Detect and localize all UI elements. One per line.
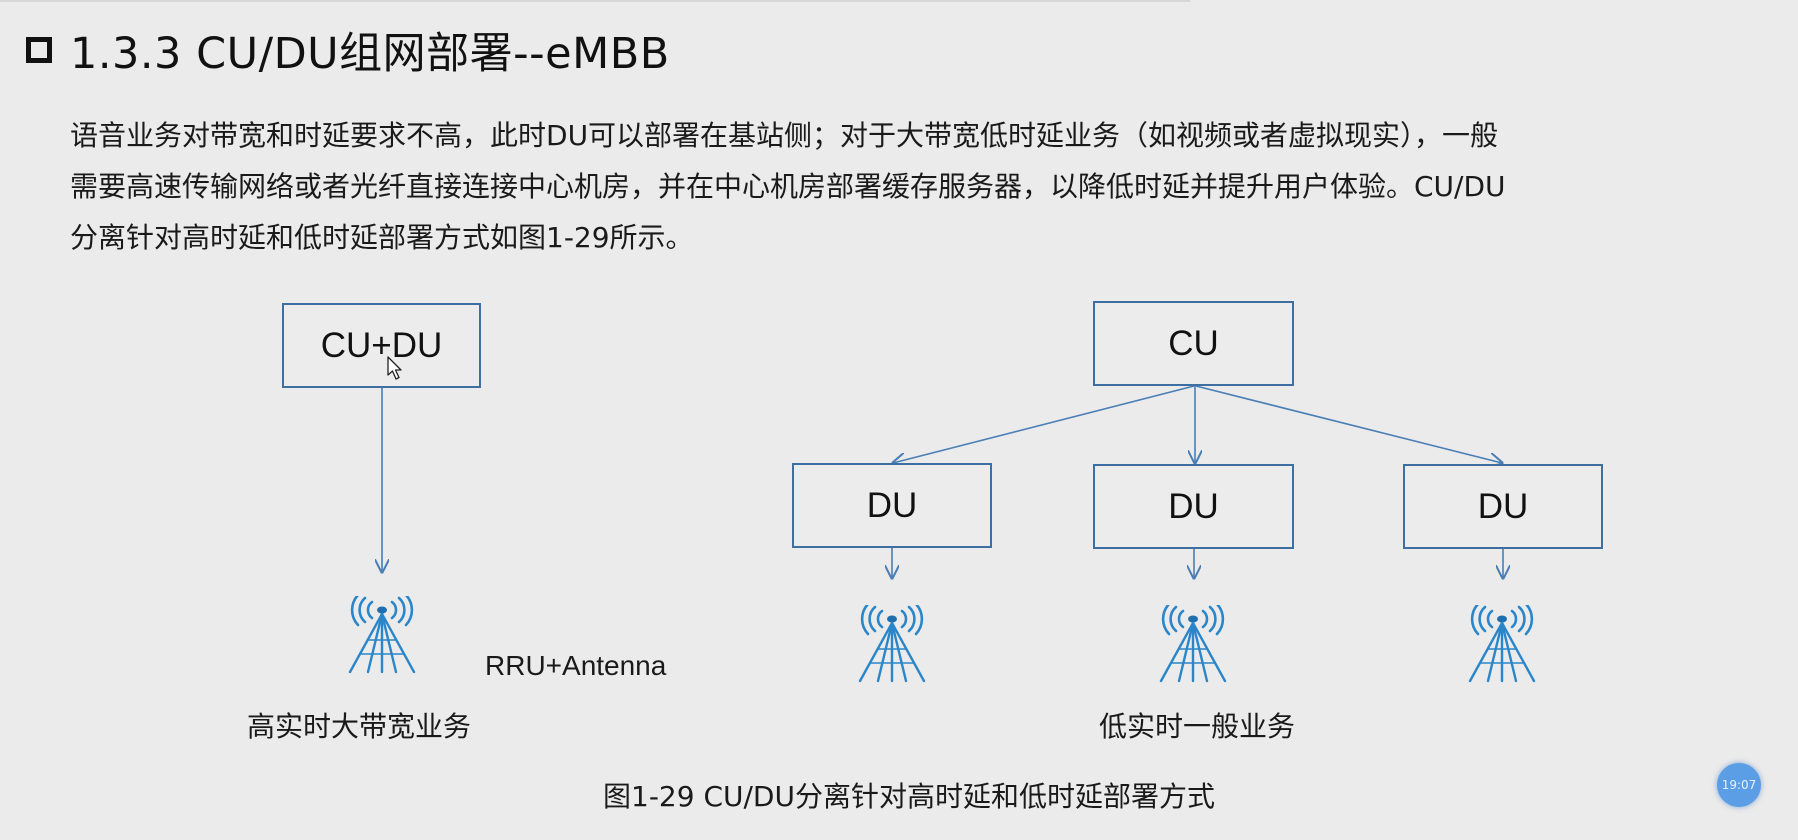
figure-caption: 图1-29 CU/DU分离针对高时延和低时延部署方式 <box>603 780 1215 813</box>
antenna-tower-icon <box>1468 605 1536 683</box>
du-node: DU <box>1093 464 1294 549</box>
antenna-tower-icon <box>858 605 926 683</box>
paragraph-line: 需要高速传输网络或者光纤直接连接中心机房，并在中心机房部署缓存服务器，以降低时延… <box>70 170 1506 203</box>
connector-cu-du1 <box>893 385 1195 463</box>
top-divider <box>0 0 1190 2</box>
paragraph-line: 语音业务对带宽和时延要求不高，此时DU可以部署在基站侧；对于大带宽低时延业务（如… <box>70 119 1499 152</box>
paragraph-line: 分离针对高时延和低时延部署方式如图1-29所示。 <box>70 221 694 254</box>
cu-du-node: CU+DU <box>282 303 481 388</box>
connector-cu-du3 <box>1195 385 1502 463</box>
timer-badge[interactable]: 19:07 <box>1717 763 1761 807</box>
square-bullet-icon <box>26 37 52 63</box>
antenna-tower-icon <box>1159 605 1227 683</box>
page-title: 1.3.3 CU/DU组网部署--eMBB <box>70 29 670 79</box>
left-caption: 高实时大带宽业务 <box>247 710 472 743</box>
right-caption: 低实时一般业务 <box>1099 710 1296 743</box>
section-heading: 1.3.3 CU/DU组网部署--eMBB <box>26 20 670 80</box>
du-node: DU <box>1403 464 1603 549</box>
cu-node: CU <box>1093 301 1294 386</box>
mouse-cursor-icon <box>387 356 402 380</box>
antenna-tower-icon <box>348 596 416 674</box>
du-node: DU <box>792 463 992 548</box>
rru-antenna-label: RRU+Antenna <box>485 650 667 681</box>
body-paragraph: 语音业务对带宽和时延要求不高，此时DU可以部署在基站侧；对于大带宽低时延业务（如… <box>70 110 1730 263</box>
